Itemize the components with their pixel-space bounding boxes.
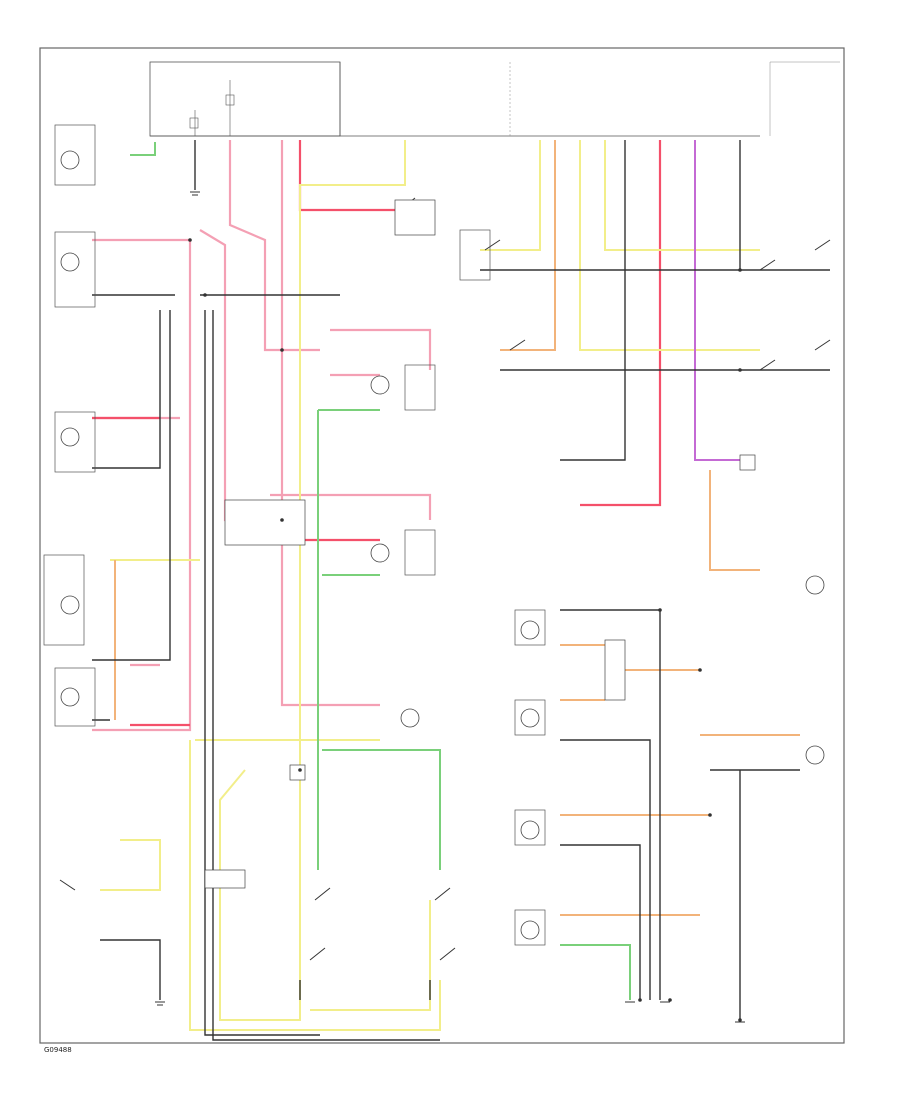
junction-dots	[188, 238, 742, 1022]
green-wires	[130, 142, 631, 1000]
figure-id: G09488	[44, 1046, 72, 1054]
black-wires	[92, 140, 830, 1041]
orange-wires	[114, 140, 800, 916]
ground-symbols	[155, 191, 745, 1023]
pink-wires	[92, 140, 432, 732]
connector-symbols	[204, 199, 756, 889]
lamp-symbols	[60, 150, 825, 940]
diagram-frame	[39, 47, 845, 1044]
yellow-wires	[100, 140, 760, 1031]
fuse-panel	[149, 61, 840, 137]
lamp-housings	[43, 124, 546, 946]
switch-symbols	[59, 197, 831, 961]
red-wires	[92, 140, 662, 727]
purple-wires	[694, 140, 740, 461]
